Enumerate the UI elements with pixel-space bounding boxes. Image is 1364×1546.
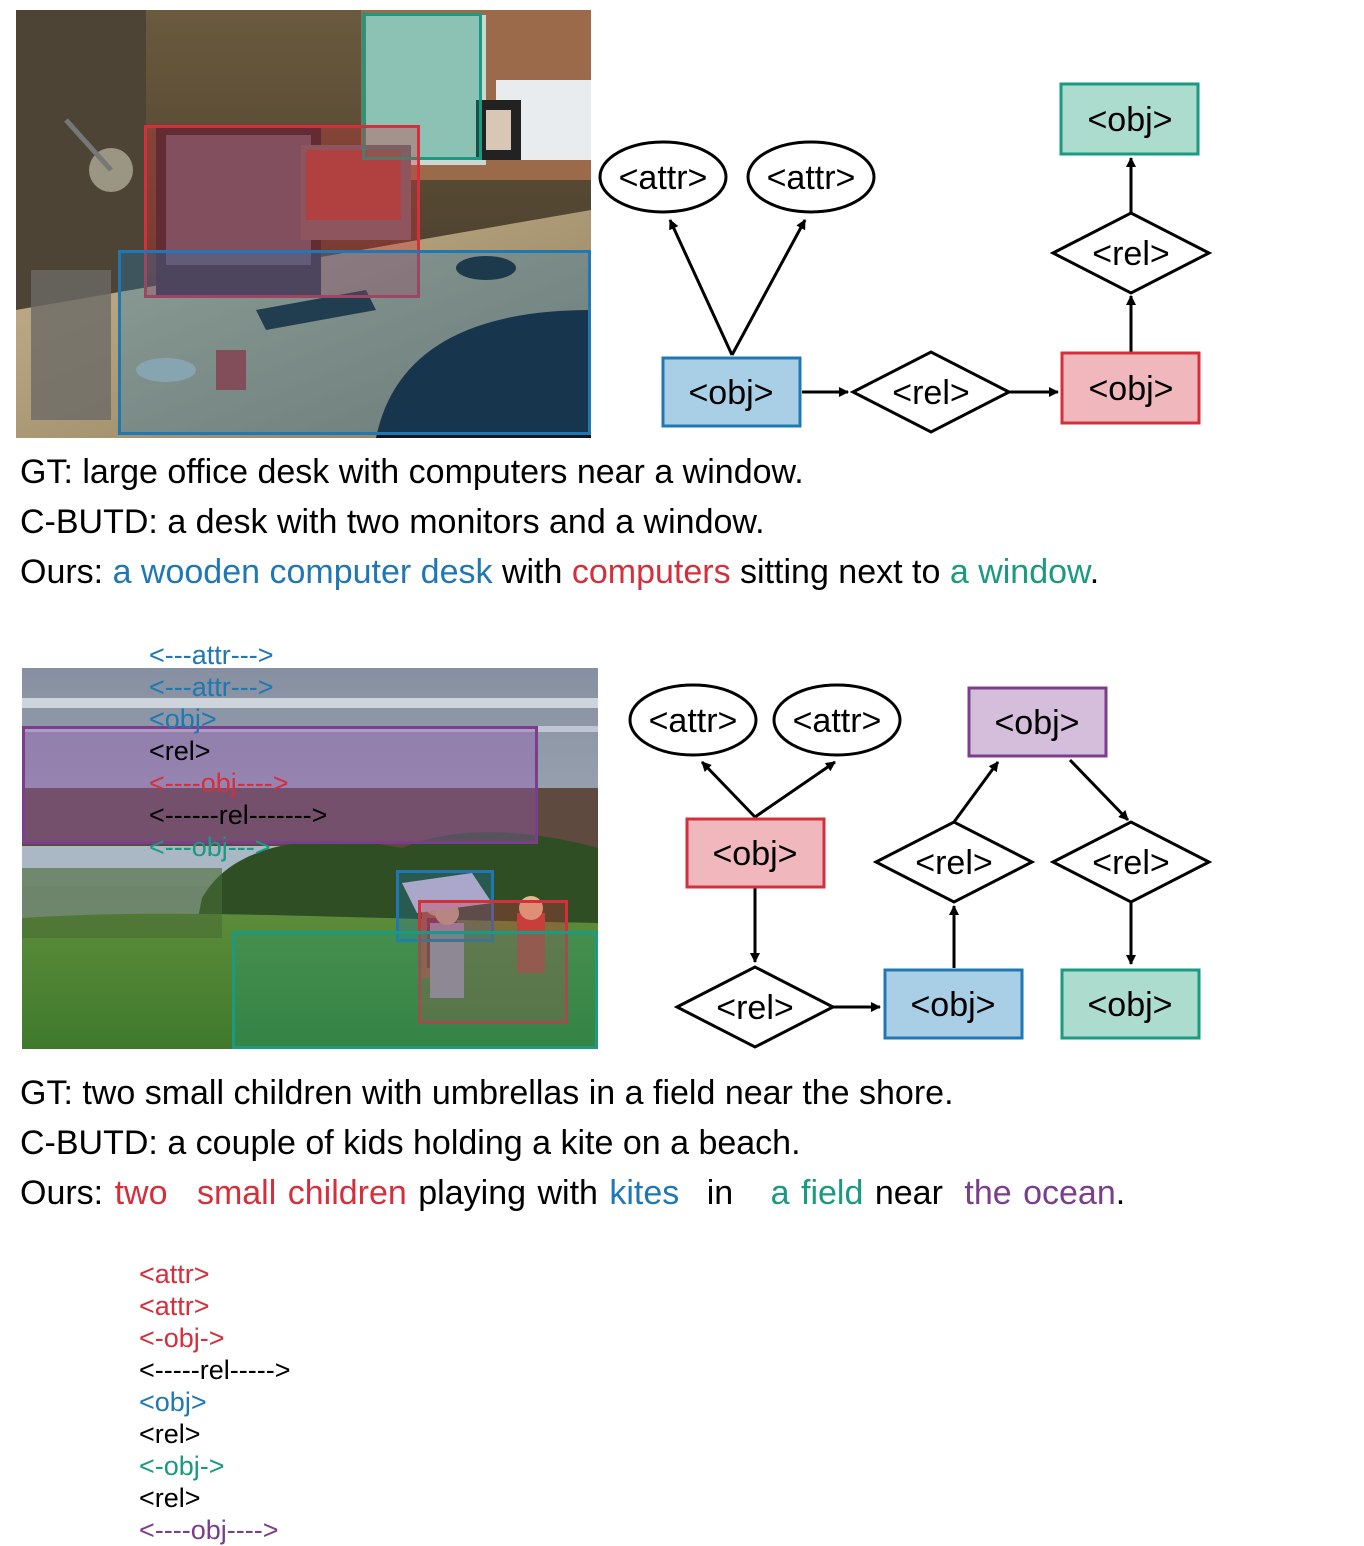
ex2-tag-0: <attr>: [139, 1259, 210, 1289]
ex1-tag-3: <rel>: [149, 736, 211, 766]
node-rel3b-label: <rel>: [1092, 844, 1170, 882]
ex1-ours-seg-2: computers: [571, 553, 731, 591]
ex1-ours-seg-0: a wooden computer desk: [112, 553, 493, 591]
ex2-ours-seg-1: small children: [196, 1174, 407, 1212]
bbox-desk: [118, 250, 591, 435]
node-attr2b: <attr>: [772, 683, 902, 757]
ex2-tag-2: <-obj->: [139, 1323, 225, 1353]
edge-obj-attr2b: [754, 760, 836, 819]
node-attr2b-label: <attr>: [793, 702, 882, 740]
node-obj-field: <obj>: [1060, 968, 1201, 1040]
node-attr2-label: <attr>: [767, 159, 856, 197]
node-attr1b: <attr>: [628, 683, 758, 757]
node-obj-desk-label: <obj>: [688, 374, 773, 412]
bbox-ocean: [22, 726, 538, 844]
edge-obj-attr1b: [700, 760, 757, 819]
ex2-ours-seg-7: the ocean: [964, 1174, 1116, 1212]
node-rel1b: <rel>: [673, 965, 837, 1049]
node-obj-kites: <obj>: [883, 968, 1024, 1040]
ex1-ours-prefix: Ours:: [20, 553, 104, 591]
ex2-tag-1: <attr>: [139, 1291, 210, 1321]
node-attr2: <attr>: [746, 140, 876, 214]
ex2-tag-7: <rel>: [139, 1483, 201, 1513]
ex2-gt-caption: GT: two small children with umbrellas in…: [20, 1074, 954, 1112]
node-obj-children-label: <obj>: [712, 835, 797, 873]
ex1-tag-1: <---attr--->: [149, 672, 274, 702]
edge-ocean-rel3: [1068, 758, 1130, 822]
ex2-cbutd-caption: C-BUTD: a couple of kids holding a kite …: [20, 1124, 801, 1162]
node-attr1: <attr>: [598, 140, 728, 214]
graph1-edges: [668, 157, 1136, 397]
node-rel1b-label: <rel>: [716, 989, 794, 1027]
ex2-tag-6: <-obj->: [139, 1451, 225, 1481]
edge-rel2-ocean: [952, 761, 1000, 823]
ex1-tag-row: <---attr---> <---attr---> <obj> <rel> <-…: [134, 607, 327, 863]
node-obj-field-label: <obj>: [1087, 986, 1172, 1024]
ex2-ours-seg-0: two: [114, 1174, 168, 1212]
edge-obj-attr1: [668, 219, 734, 356]
ex1-ours-seg-1: with: [501, 553, 563, 591]
node-rel2: <rel>: [1049, 211, 1213, 295]
office-photo: [16, 10, 591, 438]
node-rel3b: <rel>: [1049, 820, 1213, 904]
ex2-tag-3: <-----rel----->: [139, 1355, 291, 1385]
ex1-tag-4: <----obj---->: [149, 768, 289, 798]
node-obj-ocean-label: <obj>: [994, 704, 1079, 742]
node-rel1: <rel>: [849, 350, 1013, 434]
ex2-tag-8: <----obj---->: [139, 1515, 279, 1545]
node-obj-desk: <obj>: [661, 356, 802, 428]
ex2-ours-seg-3: kites: [609, 1174, 680, 1212]
office-photo-illustration: [16, 10, 591, 438]
ex1-ours-caption: Ours: a wooden computer desk with comput…: [20, 552, 1099, 592]
ex1-cbutd-caption: C-BUTD: a desk with two monitors and a w…: [20, 503, 765, 541]
ex1-ours-seg-3: sitting next to: [740, 553, 941, 591]
ex2-ours-seg-5: a field: [770, 1174, 864, 1212]
node-obj-kites-label: <obj>: [910, 986, 995, 1024]
node-obj-computers-label: <obj>: [1088, 370, 1173, 408]
ex1-ours-seg-5: .: [1089, 553, 1100, 591]
bbox-kites: [396, 870, 494, 942]
node-attr1-label: <attr>: [619, 159, 708, 197]
ex2-ours-caption: Ours: two small children playing with ki…: [20, 1173, 1125, 1213]
bbox-children: [418, 900, 568, 1024]
ex2-ours-seg-6: near: [874, 1174, 943, 1212]
ex1-tag-5: <------rel------->: [149, 800, 328, 830]
beach-photo: [22, 668, 598, 1049]
node-rel1-label: <rel>: [892, 374, 970, 412]
ex1-tag-6: <---obj--->: [149, 832, 271, 862]
edge-obj-attr2: [730, 219, 807, 356]
ex2-ours-seg-4: in: [706, 1174, 734, 1212]
ex2-tag-4: <obj>: [139, 1387, 207, 1417]
ex2-ours-prefix: Ours:: [20, 1174, 104, 1212]
bbox-field: [232, 931, 598, 1049]
node-attr1b-label: <attr>: [649, 702, 738, 740]
bbox-computers: [144, 125, 420, 298]
node-obj-ocean: <obj>: [967, 686, 1108, 758]
ex2-tag-5: <rel>: [139, 1419, 201, 1449]
node-obj-window: <obj>: [1059, 82, 1200, 156]
ex1-tag-0: <---attr--->: [149, 640, 274, 670]
ex1-tag-2: <obj>: [149, 704, 217, 734]
node-obj-computers: <obj>: [1060, 351, 1201, 425]
node-rel2b-label: <rel>: [915, 844, 993, 882]
ex2-ours-seg-8: .: [1115, 1174, 1126, 1212]
beach-photo-illustration: [22, 668, 598, 1049]
ex2-tag-row: <attr> <attr> <-obj-> <-----rel-----> <o…: [124, 1226, 290, 1546]
node-rel2b: <rel>: [872, 820, 1036, 904]
node-obj-children: <obj>: [685, 817, 826, 889]
node-rel2-label: <rel>: [1092, 235, 1170, 273]
ex1-gt-caption: GT: large office desk with computers nea…: [20, 453, 804, 491]
graph2-edges: [700, 758, 1136, 1012]
ex2-ours-seg-2: playing with: [418, 1174, 598, 1212]
scene-graphs: <attr> <attr> <obj> <rel> <obj> <rel> <o…: [598, 82, 1213, 1049]
bbox-window: [362, 13, 482, 160]
ex1-ours-seg-4: a window: [949, 553, 1090, 591]
node-obj-window-label: <obj>: [1087, 101, 1172, 139]
